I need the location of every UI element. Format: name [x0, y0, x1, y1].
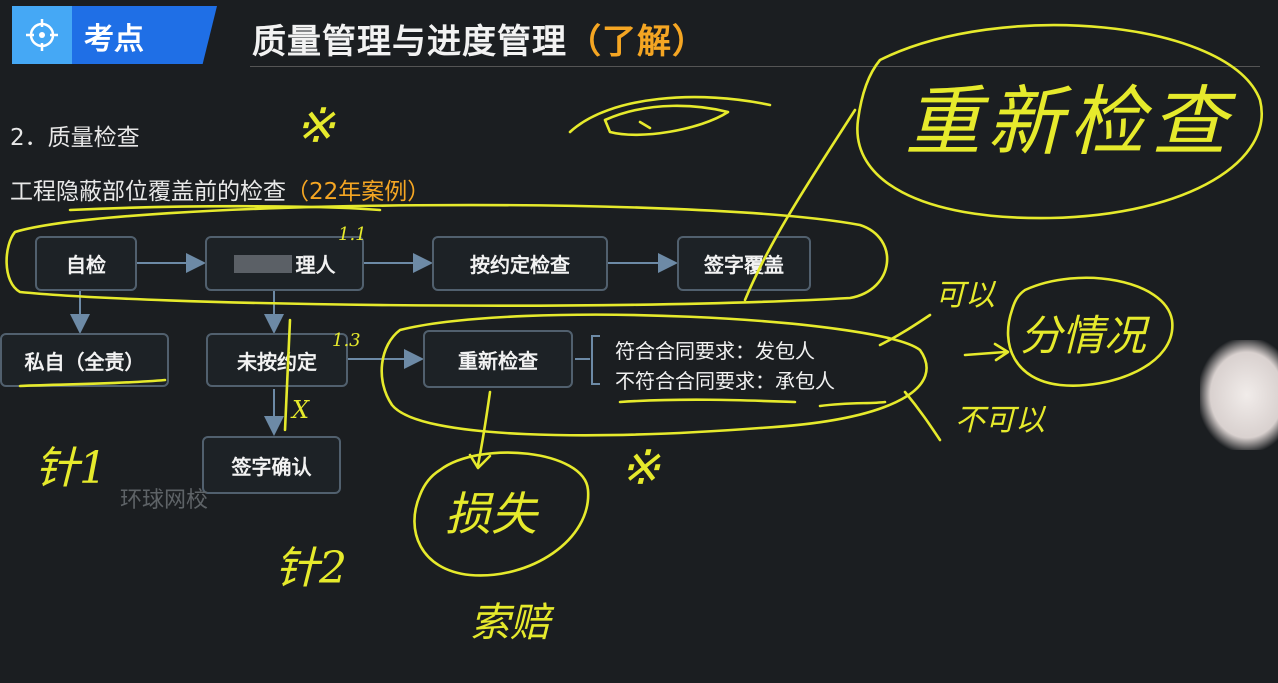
box-self-check: 自检 — [35, 236, 137, 291]
box-notify-supervisor: 理人 — [205, 236, 364, 291]
ellipse-top-flow — [5, 203, 889, 307]
blur-patch — [233, 254, 292, 273]
box-inspect-as-agreed: 按约定检查 — [432, 236, 608, 291]
arrow-to-depends — [963, 342, 1010, 362]
underline-subtitle — [68, 204, 382, 212]
underline-notes-1 — [618, 398, 797, 404]
section-subtitle: 工程隐蔽部位覆盖前的检查（22年案例） — [10, 172, 430, 206]
line-notes-can — [878, 313, 932, 347]
box-private: 私自（全责） — [0, 333, 169, 387]
section-title: 2．质量检查 — [10, 125, 140, 151]
notify-label: 理人 — [295, 253, 336, 277]
box-sign-confirm: 签字确认 — [202, 436, 341, 494]
crosshair-icon — [12, 6, 72, 64]
underline-private — [18, 378, 167, 388]
ellipse-recheck — [380, 313, 928, 437]
hand-cannot: 不可以 — [955, 403, 1045, 438]
box-recheck: 重新检查 — [423, 330, 573, 388]
arrow-to-loss — [468, 390, 492, 470]
eye-sketch — [568, 95, 772, 137]
line-to-recheck — [743, 108, 857, 302]
badge-label: 考点 — [84, 22, 144, 57]
presenter-hand — [1200, 340, 1278, 450]
hand-step-1-1: 1.1 — [338, 224, 367, 245]
hand-star-1: ※ — [295, 98, 336, 154]
vertical-stroke — [283, 318, 292, 432]
subtitle-tag: （22年案例） — [286, 179, 431, 205]
subtitle-text: 工程隐蔽部位覆盖前的检查 — [10, 179, 286, 205]
box-sign-cover: 签字覆盖 — [677, 236, 811, 291]
hand-cross: X — [292, 396, 310, 424]
hand-loss: 损失 — [445, 487, 537, 541]
hand-mark-1: 针1 — [35, 443, 107, 494]
notes: 符合合同要求：发包人 不符合合同要求：承包人 — [615, 336, 835, 396]
bracket-recheck-notes — [575, 335, 600, 385]
ellipse-recheck-big — [856, 23, 1263, 220]
note-line-1: 符合合同要求：发包人 — [615, 339, 815, 363]
hand-star-2: ※ — [620, 440, 661, 496]
box-not-on-time: 未按约定 — [206, 333, 348, 387]
line-notes-cannot — [903, 390, 942, 442]
hand-cannot-tail: 可以 — [985, 403, 1045, 438]
page-title: 质量管理与进度管理（了解） — [252, 14, 707, 63]
ellipse-loss — [413, 451, 590, 577]
title-highlight: （了解） — [567, 22, 707, 62]
hand-compensate: 索赔 — [470, 600, 550, 646]
hand-can: 可以 — [935, 278, 995, 313]
hand-mark-2: 针2 — [275, 543, 347, 594]
hand-depends: 分情况 — [1020, 311, 1147, 360]
note-line-2: 不符合合同要求：承包人 — [615, 369, 835, 393]
hand-step-1-3: 1.3 — [332, 330, 361, 351]
header-divider — [250, 66, 1260, 67]
title-main: 质量管理与进度管理 — [252, 22, 567, 62]
ellipse-depends — [1006, 276, 1174, 387]
hand-recheck: 重新检查 — [905, 77, 1233, 166]
watermark: 环球网校 — [120, 488, 209, 513]
underline-notes-2 — [818, 400, 887, 408]
